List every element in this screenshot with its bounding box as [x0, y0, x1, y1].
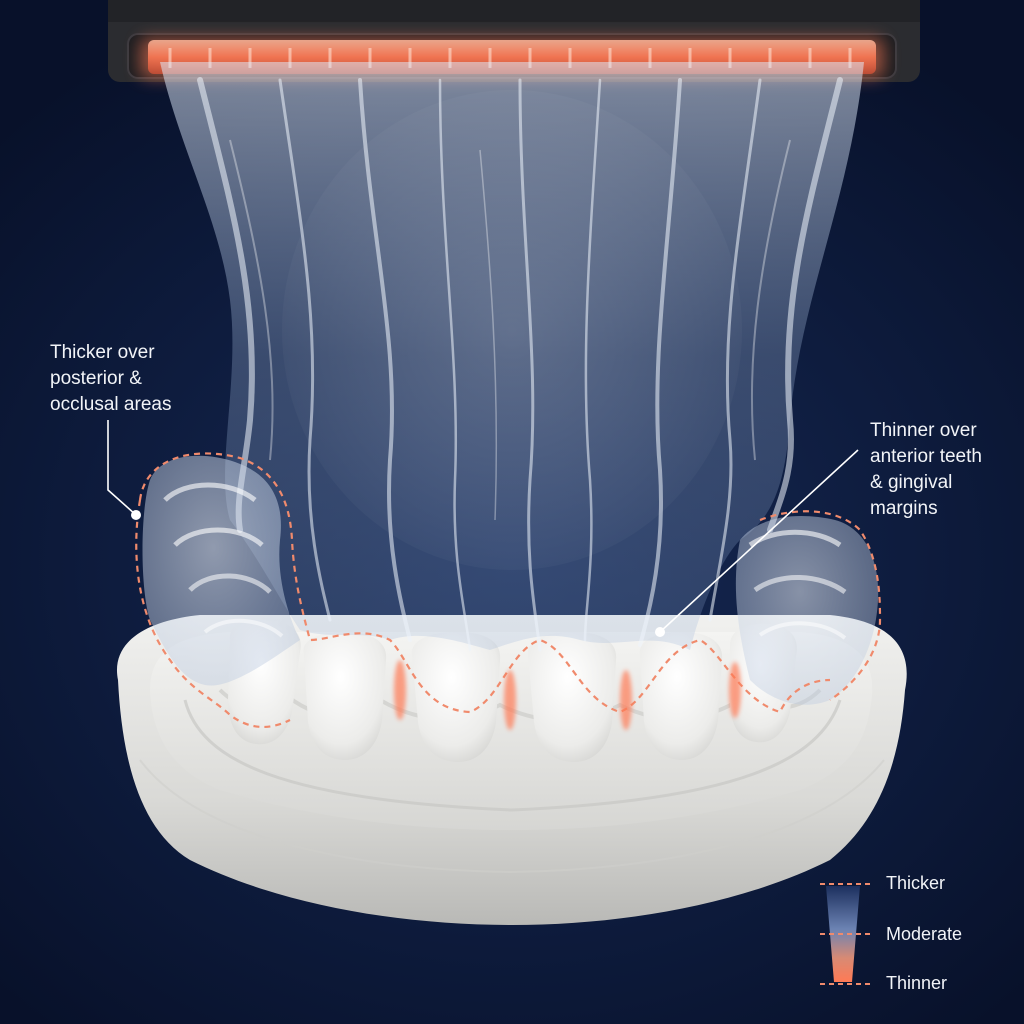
legend-moderate-label: Moderate	[886, 924, 963, 944]
callout-leader-left	[107, 420, 141, 520]
thermoform-sheet	[142, 62, 879, 705]
posterior-molars-left	[142, 455, 300, 686]
callout-posterior-occlusal: Thicker over posterior & occlusal areas	[50, 342, 172, 415]
gingival-glow	[394, 660, 741, 730]
posterior-molars-right	[735, 516, 879, 705]
legend-thicker-label: Thicker	[886, 873, 946, 893]
thickness-gradient-bar	[820, 883, 870, 985]
callout-leader-right	[655, 449, 859, 637]
thickness-outline	[135, 452, 882, 729]
dental-model	[116, 615, 907, 925]
callout-anterior-gingival: Thinner over anterior teeth & gingival m…	[870, 420, 982, 519]
legend-thinner-label: Thinner	[886, 973, 948, 993]
